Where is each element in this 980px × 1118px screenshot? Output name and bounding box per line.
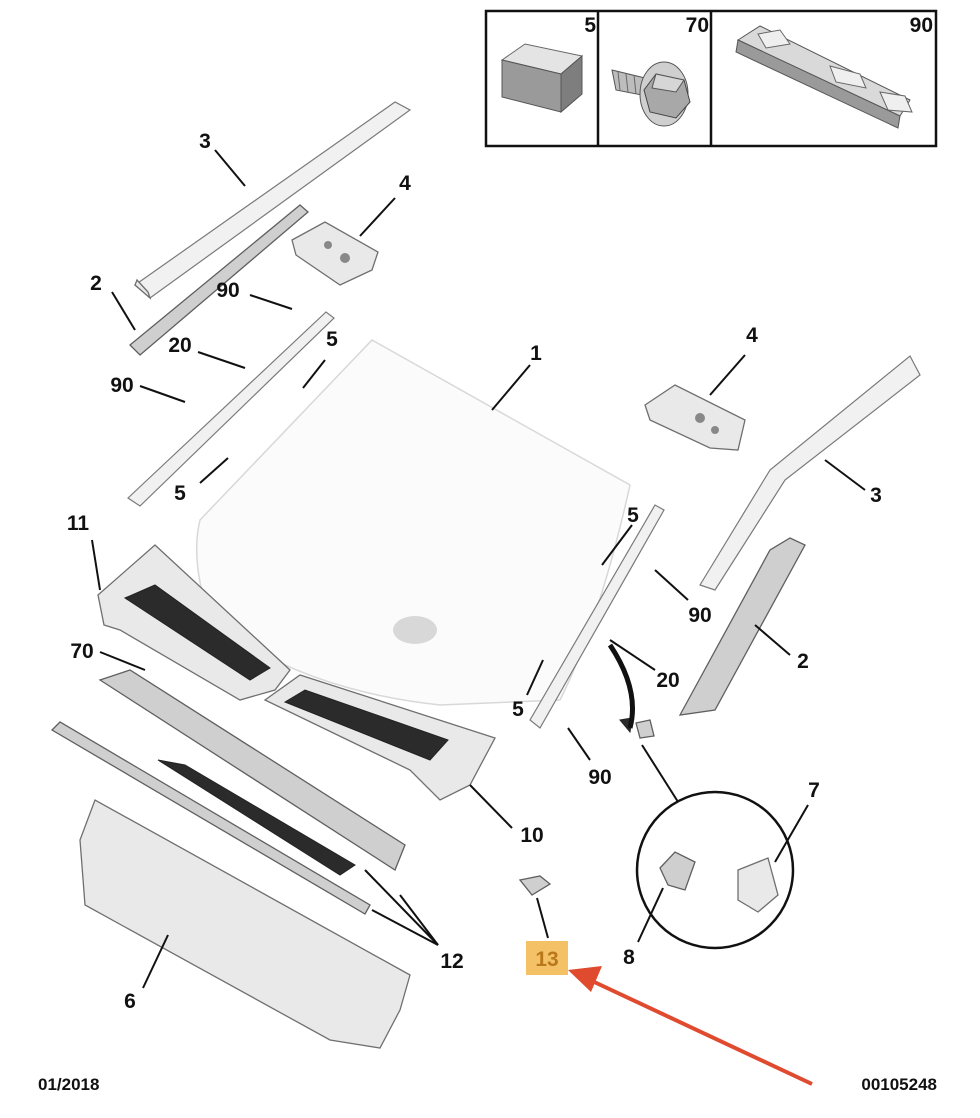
- clip-rail-icon: [735, 25, 913, 129]
- label-3-right: 3: [870, 484, 882, 507]
- windshield-glass: [195, 339, 631, 706]
- label-10: 10: [520, 824, 543, 847]
- label-6: 6: [124, 990, 136, 1013]
- leader-lines: [91, 149, 866, 989]
- cowl-crossmember-6: [79, 799, 411, 1049]
- left-molding-20: [127, 311, 335, 507]
- label-12: 12: [440, 950, 463, 973]
- inset-label-5: 5: [584, 14, 596, 37]
- right-pillar-2: [678, 537, 806, 716]
- highlighted-part-13: 13: [526, 941, 568, 975]
- right-molding-20: [529, 504, 665, 729]
- foam-block-icon: [500, 43, 584, 114]
- label-20-right: 20: [656, 669, 679, 692]
- label-13: 13: [535, 948, 558, 971]
- label-4-right: 4: [746, 324, 758, 347]
- clip-8-icon: [659, 851, 696, 891]
- label-90-d: 90: [588, 766, 611, 789]
- detail-circle: [635, 744, 795, 950]
- left-pillar-2: [129, 204, 309, 356]
- label-8: 8: [623, 946, 635, 969]
- label-90-a: 90: [216, 279, 239, 302]
- label-5-c: 5: [627, 504, 639, 527]
- label-70: 70: [70, 640, 93, 663]
- label-90-c: 90: [688, 604, 711, 627]
- label-5-d: 5: [512, 698, 524, 721]
- footer-reference: 00105248: [861, 1075, 937, 1094]
- label-20-left: 20: [168, 334, 191, 357]
- right-cowl-panel-10: [263, 674, 496, 801]
- label-4-left: 4: [399, 172, 411, 195]
- label-3-left: 3: [199, 130, 211, 153]
- part-13-clip: [518, 875, 552, 896]
- label-2-left: 2: [90, 272, 102, 295]
- label-90-b: 90: [110, 374, 133, 397]
- inset-label-90: 90: [910, 14, 933, 37]
- highlight-box: [526, 941, 568, 975]
- bracket-7-icon: [737, 857, 779, 913]
- right-bracket-4: [644, 384, 746, 451]
- left-bracket-4: [291, 221, 379, 286]
- label-11: 11: [67, 512, 90, 535]
- right-pillar-trim-3: [699, 355, 921, 591]
- label-1: 1: [530, 342, 542, 365]
- cowl-seal-12: [50, 721, 371, 915]
- bolt-icon: [611, 61, 691, 127]
- cowl-seal-lower: [157, 759, 356, 876]
- cowl-reinforcement: [98, 669, 406, 871]
- label-2-right: 2: [797, 650, 809, 673]
- parts-inset-box: 5 70 90: [484, 9, 938, 148]
- footer-date: 01/2018: [38, 1075, 99, 1094]
- red-arrow-icon: [568, 966, 813, 1086]
- inset-label-70: 70: [686, 14, 709, 37]
- left-pillar-trim-3: [134, 101, 412, 301]
- left-cowl-panel-11: [97, 544, 291, 701]
- label-5-a: 5: [326, 328, 338, 351]
- clip-small-parts: [619, 717, 655, 739]
- label-7: 7: [808, 779, 820, 802]
- label-5-b: 5: [174, 482, 186, 505]
